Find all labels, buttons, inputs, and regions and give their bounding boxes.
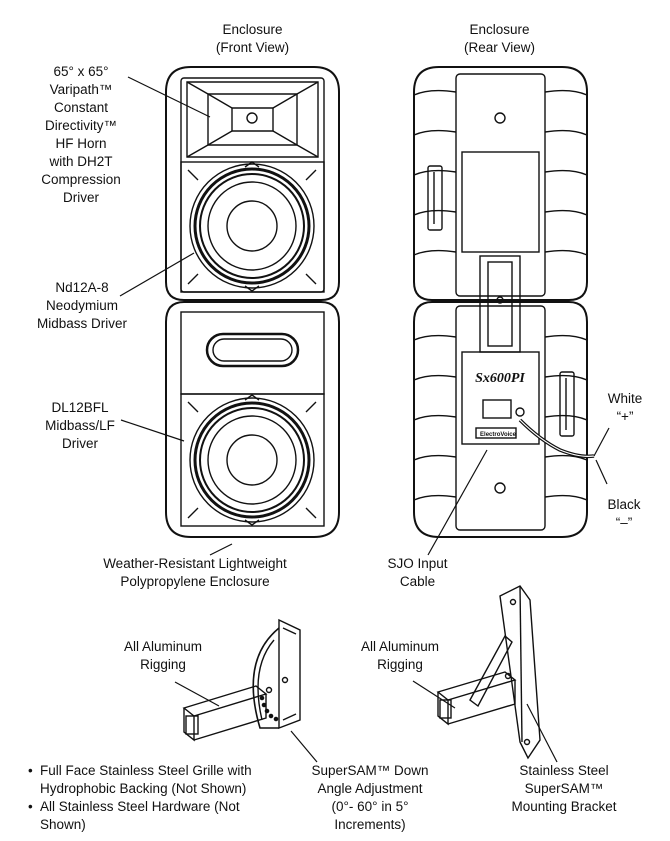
front-enclosure xyxy=(165,66,340,538)
black-wire-label: Black“–” xyxy=(607,497,641,530)
brand-plate-text: ElectroVoice xyxy=(480,432,517,438)
notes-list: Full Face Stainless Steel Grille with Hy… xyxy=(28,762,278,834)
hf-horn xyxy=(186,81,319,158)
rear-enclosure: Sx600PI ElectroVoice xyxy=(413,66,595,538)
note-item: Full Face Stainless Steel Grille with Hy… xyxy=(28,762,278,798)
note-item: All Stainless Steel Hardware (Not Shown) xyxy=(28,798,278,834)
input-plate: Sx600PI ElectroVoice xyxy=(461,351,540,445)
front-view-title: Enclosure(Front View) xyxy=(215,22,290,55)
rigging-right xyxy=(436,585,541,760)
model-plate-text: Sx600PI xyxy=(475,371,525,386)
white-wire-label: White“+” xyxy=(607,391,643,424)
lf-driver xyxy=(187,394,317,526)
leader-lines xyxy=(119,76,610,763)
rear-view-title: Enclosure(Rear View) xyxy=(463,22,536,55)
midbass-driver xyxy=(187,161,317,292)
port xyxy=(205,332,300,368)
rigging-left xyxy=(182,618,301,742)
sjo-cable xyxy=(518,418,595,459)
